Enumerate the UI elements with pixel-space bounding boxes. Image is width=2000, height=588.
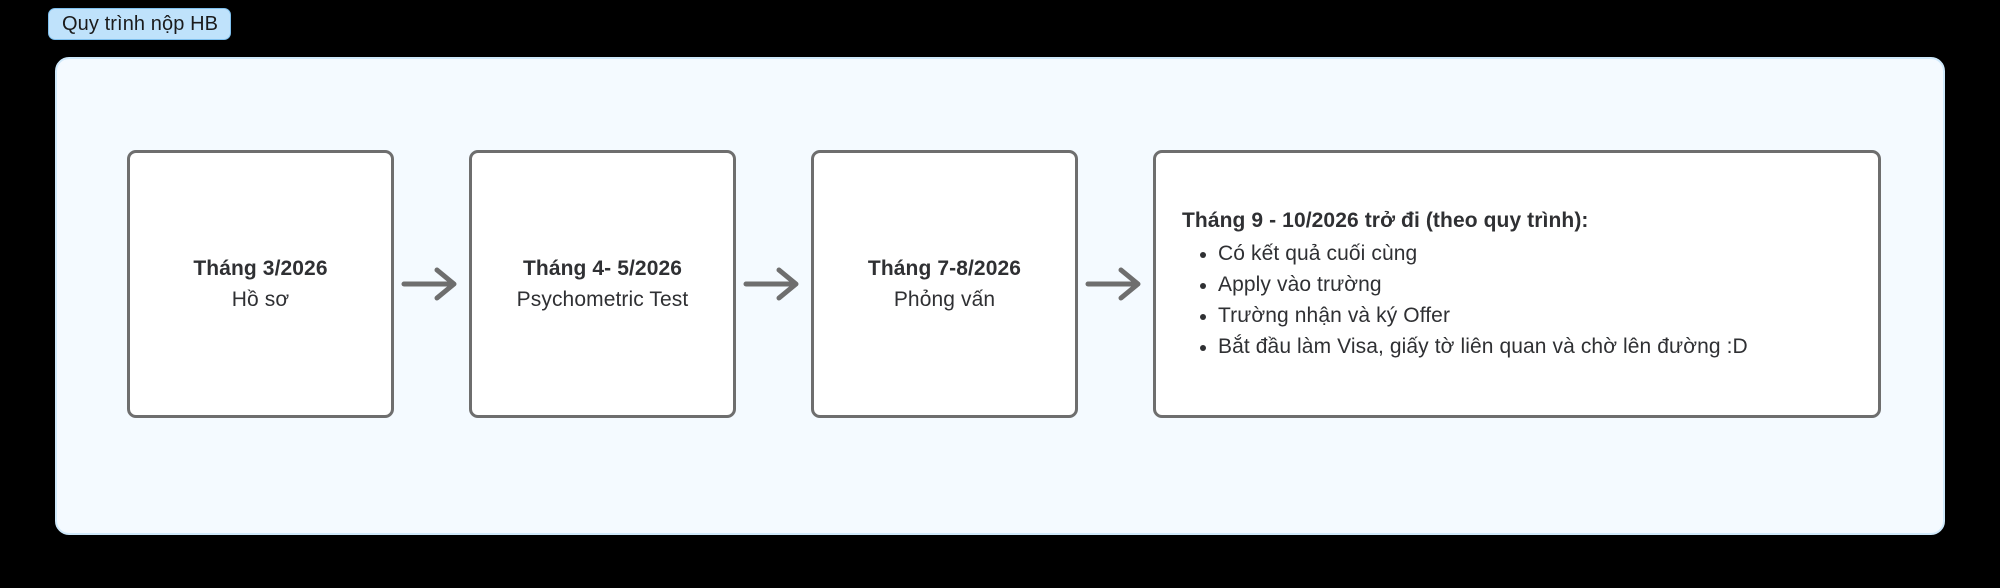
flow-step-2-title: Tháng 4- 5/2026 xyxy=(522,256,683,280)
flow-step-3-subtitle: Phỏng vấn xyxy=(893,287,996,311)
detail-bullet-list: Có kết quả cuối cùng Apply vào trường Tr… xyxy=(1182,242,1852,359)
list-item: Trường nhận và ký Offer xyxy=(1184,304,1852,328)
flow-step-4-detail[interactable]: Tháng 9 - 10/2026 trở đi (theo quy trình… xyxy=(1153,150,1881,418)
list-item: Có kết quả cuối cùng xyxy=(1184,242,1852,266)
list-item: Bắt đầu làm Visa, giấy tờ liên quan và c… xyxy=(1184,335,1852,359)
flow-step-1[interactable]: Tháng 3/2026 Hồ sơ xyxy=(127,150,394,418)
flow-step-1-subtitle: Hồ sơ xyxy=(231,287,290,311)
arrow-right-icon xyxy=(736,261,811,307)
detail-heading: Tháng 9 - 10/2026 trở đi (theo quy trình… xyxy=(1182,209,1589,232)
tab-quy-trinh-nop-hb[interactable]: Quy trình nộp HB xyxy=(48,8,232,40)
flow-step-2[interactable]: Tháng 4- 5/2026 Psychometric Test xyxy=(469,150,736,418)
list-item: Apply vào trường xyxy=(1184,273,1852,297)
flow-diagram: Tháng 3/2026 Hồ sơ Tháng 4- 5/2026 Psych… xyxy=(127,149,1881,419)
arrow-right-icon xyxy=(394,261,469,307)
flow-step-3[interactable]: Tháng 7-8/2026 Phỏng vấn xyxy=(811,150,1078,418)
tab-label: Quy trình nộp HB xyxy=(62,13,219,35)
flow-step-1-title: Tháng 3/2026 xyxy=(193,256,328,280)
arrow-right-icon xyxy=(1078,261,1153,307)
flow-step-2-subtitle: Psychometric Test xyxy=(516,287,689,311)
flow-step-3-title: Tháng 7-8/2026 xyxy=(867,256,1022,280)
flow-panel: Tháng 3/2026 Hồ sơ Tháng 4- 5/2026 Psych… xyxy=(55,57,1945,535)
